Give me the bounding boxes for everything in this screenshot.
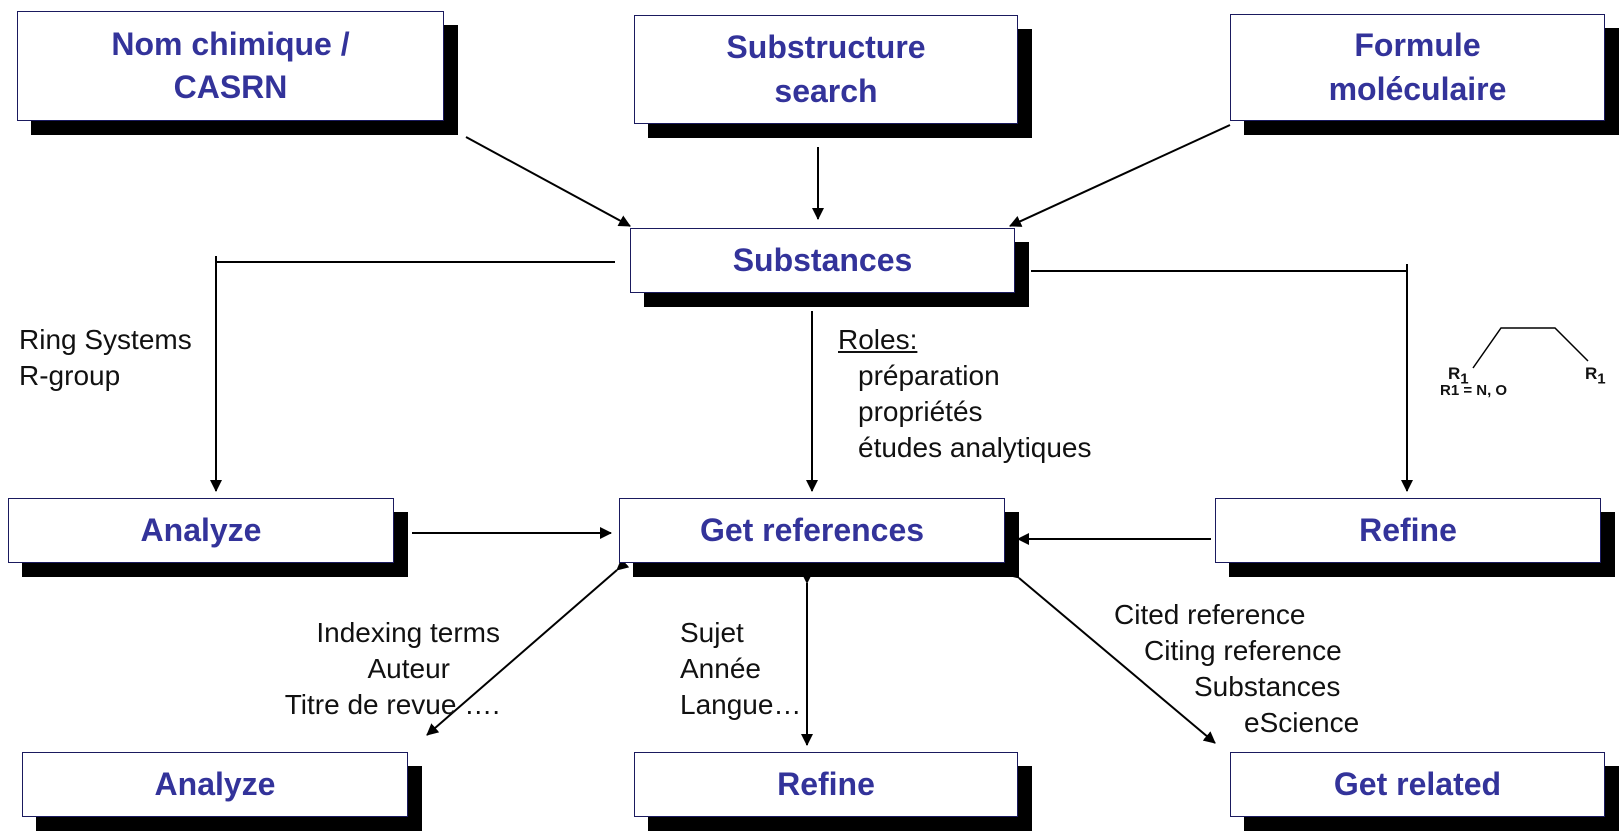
node-refine-top-label: Refine xyxy=(1359,511,1457,548)
label-escience-line: eScience xyxy=(1244,707,1360,738)
node-substructure-search: Substructure search xyxy=(634,15,1018,124)
node-get-references-label: Get references xyxy=(699,511,925,548)
node-get-related-label: Get related xyxy=(1333,765,1502,802)
node-analyze-bottom: Analyze xyxy=(22,752,408,817)
label-cited-reference: Cited reference Citing reference Substan… xyxy=(1114,597,1359,741)
chem-r1-definition: R1 = N, O xyxy=(1440,382,1508,399)
node-substructure-label: Substructure search xyxy=(726,29,926,109)
node-nom-chimique-label: Nom chimique / CASRN xyxy=(111,25,350,105)
edge-nom-to-substances xyxy=(465,136,631,227)
node-substances: Substances xyxy=(630,228,1015,293)
chem-r1-left-letter: R xyxy=(1448,364,1461,383)
chem-r1-left-sub: 1 xyxy=(1460,370,1469,388)
chem-bond-lines xyxy=(1472,327,1589,369)
chem-r1-right: R1 xyxy=(1585,364,1606,387)
edge-substances-to-analyze xyxy=(210,261,615,492)
node-formule-label: Formule moléculaire xyxy=(1328,27,1507,107)
label-substances-line: Substances xyxy=(1194,671,1341,702)
chem-r1-right-sub: 1 xyxy=(1597,370,1606,388)
chem-r1-right-letter: R xyxy=(1585,364,1598,383)
chem-r1-left: R1 xyxy=(1448,364,1469,387)
node-analyze-bottom-label: Analyze xyxy=(154,765,276,802)
label-cited-line: Cited reference xyxy=(1114,599,1306,630)
edge-references-analyze-bottom xyxy=(426,558,630,736)
node-nom-chimique: Nom chimique / CASRN xyxy=(17,11,444,121)
node-substances-label: Substances xyxy=(732,241,913,278)
label-auteur-line: Auteur xyxy=(367,653,451,684)
edge-references-related xyxy=(1006,566,1216,744)
label-titre-line: Titre de revue …. xyxy=(284,689,500,720)
node-get-references: Get references xyxy=(619,498,1005,563)
label-role-proprietes: propriétés xyxy=(858,396,983,427)
node-refine-top: Refine xyxy=(1215,498,1601,563)
label-role-preparation: préparation xyxy=(858,360,1000,391)
node-analyze-top: Analyze xyxy=(8,498,394,563)
node-refine-bottom: Refine xyxy=(634,752,1018,817)
label-indexing-line: Indexing terms xyxy=(316,617,500,648)
edge-formule-to-substances xyxy=(1009,124,1231,227)
node-refine-bottom-label: Refine xyxy=(777,765,875,802)
label-r-group-line: R-group xyxy=(19,360,121,391)
label-sujet: Sujet Année Langue… xyxy=(680,615,801,723)
label-langue-line: Langue… xyxy=(680,689,802,720)
label-citing-line: Citing reference xyxy=(1144,635,1342,666)
label-ring-systems: Ring Systems R-group xyxy=(19,322,192,394)
label-role-etudes: études analytiques xyxy=(858,432,1092,463)
label-ring-systems-line: Ring Systems xyxy=(19,324,192,355)
label-annee-line: Année xyxy=(680,653,761,684)
node-analyze-top-label: Analyze xyxy=(140,511,262,548)
label-sujet-line: Sujet xyxy=(680,617,744,648)
label-roles-title: Roles: xyxy=(838,324,918,355)
node-formule-moleculaire: Formule moléculaire xyxy=(1230,14,1605,121)
node-get-related: Get related xyxy=(1230,752,1605,817)
label-indexing-terms: Indexing terms Auteur Titre de revue …. xyxy=(285,615,500,723)
label-roles: Roles: préparation propriétés études ana… xyxy=(838,322,1092,466)
